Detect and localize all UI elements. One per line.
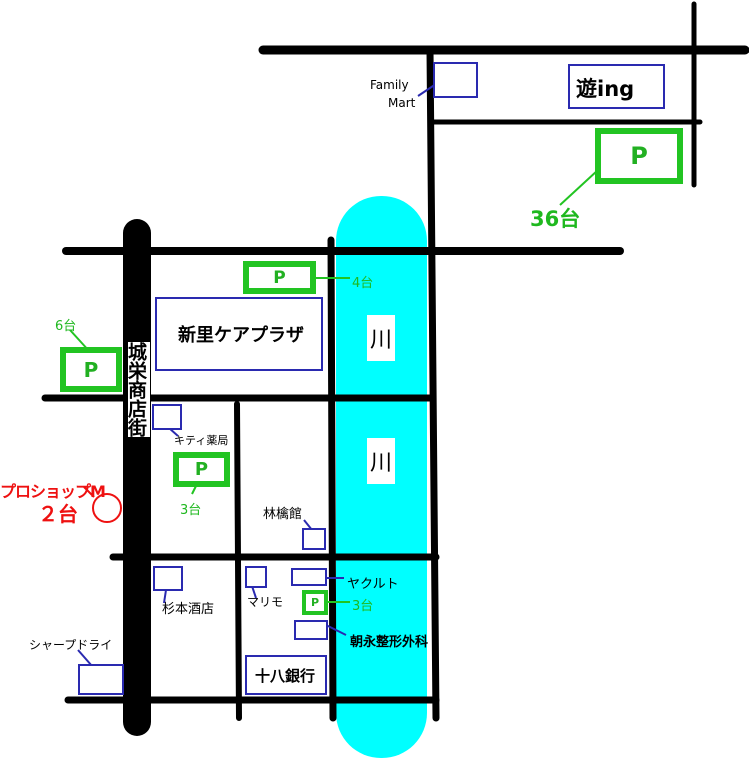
sharp-dry-label: シャープドライ bbox=[29, 638, 113, 652]
road-right-vertical bbox=[426, 46, 440, 722]
kitty-pharmacy-label: キティ薬局 bbox=[174, 434, 229, 447]
parking-kitty-count: 3台 bbox=[180, 503, 202, 518]
rinkinkan-label: 林檎館 bbox=[263, 507, 303, 522]
rinkinkan-building bbox=[302, 528, 326, 550]
yuing-label: 遊ing bbox=[576, 77, 635, 101]
leader-sharp bbox=[77, 649, 93, 667]
parking-symbol: P bbox=[273, 267, 286, 288]
yakult-building bbox=[291, 568, 327, 586]
juhachi-bank-building bbox=[245, 655, 327, 695]
parking-symbol: P bbox=[83, 357, 99, 382]
family-mart-label-line1: Family bbox=[370, 78, 409, 92]
kitty-pharmacy-building bbox=[152, 404, 182, 430]
river-label-lower: 川 bbox=[367, 438, 395, 484]
yakult-label: ヤクルト bbox=[347, 577, 399, 592]
parking-yakult: P bbox=[302, 590, 328, 615]
parking-yakult-count: 3台 bbox=[352, 599, 374, 614]
parking-north-center: P bbox=[243, 261, 316, 294]
leader-asanaga bbox=[325, 624, 347, 636]
family-mart-building bbox=[433, 62, 478, 98]
leader-marimo bbox=[251, 585, 257, 599]
river-label-upper: 川 bbox=[367, 315, 395, 361]
asanaga-label: 朝永整形外科 bbox=[350, 635, 429, 650]
parking-symbol: P bbox=[310, 596, 320, 609]
leader-sugimoto bbox=[163, 589, 167, 604]
parking-west: P bbox=[60, 347, 122, 392]
juhachi-bank-label: 十八銀行 bbox=[255, 667, 316, 685]
parking-symbol: P bbox=[194, 459, 209, 480]
parking-symbol: P bbox=[630, 142, 648, 170]
care-plaza-label: 新里ケアプラザ bbox=[178, 325, 304, 346]
parking-top-right-count: 36台 bbox=[530, 207, 581, 231]
marimo-building bbox=[245, 566, 267, 588]
leader-highlight bbox=[83, 486, 122, 523]
leader-36 bbox=[559, 169, 599, 206]
marimo-label: マリモ bbox=[247, 595, 284, 609]
yuing-building bbox=[568, 64, 665, 109]
road-middle-vertical bbox=[327, 236, 337, 722]
highlight-shop-name: プロショップM bbox=[0, 482, 106, 501]
asanaga-building bbox=[294, 620, 328, 640]
highlight-circle bbox=[92, 493, 122, 523]
parking-north-center-count: 4台 bbox=[352, 276, 374, 291]
sharp-dry-building bbox=[78, 664, 124, 695]
family-mart-label-line2: Mart bbox=[388, 96, 416, 110]
highlight-shop-count: ２台 bbox=[38, 502, 78, 526]
parking-west-count: 6台 bbox=[55, 319, 77, 334]
road-inner-vertical bbox=[234, 401, 242, 721]
care-plaza-building bbox=[155, 297, 323, 371]
parking-top-right: P bbox=[595, 128, 683, 184]
parking-kitty: P bbox=[173, 452, 230, 487]
sugimoto-label: 杉本酒店 bbox=[162, 602, 215, 617]
sugimoto-building bbox=[153, 566, 183, 591]
roads bbox=[41, 1, 749, 736]
shotengai-label: 城栄商店街 bbox=[125, 342, 150, 437]
